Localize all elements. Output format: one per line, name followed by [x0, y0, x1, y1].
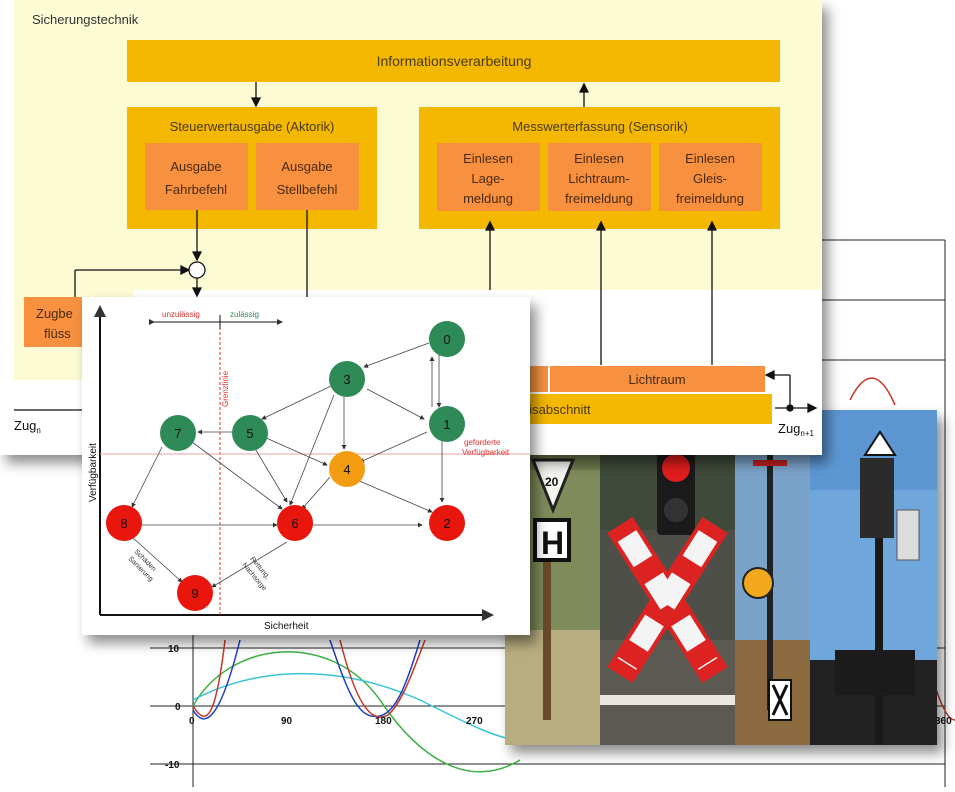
state-node-5: 5 [232, 415, 268, 451]
x-tick-label: 270 [466, 716, 483, 727]
ausgabe-fahrbefehl-box [145, 143, 248, 210]
zug-right-label: Zugn+1 [778, 421, 815, 438]
state-diagram: Verfügbarkeit Sicherheit Grenzlinie gefo… [82, 297, 530, 635]
gleisabschnitt-label: eisabschnitt [522, 402, 591, 417]
einlesen-lage-line3: meldung [463, 191, 513, 206]
einlesen-gleis-line2: Gleis- [693, 171, 727, 186]
x-tick-label: 360 [935, 716, 952, 727]
speed-sign-label: 20 [545, 475, 559, 489]
einlesen-gleis-box [659, 143, 762, 211]
state-node-6: 6 [277, 505, 313, 541]
einlesen-lage-line2: Lage- [471, 171, 504, 186]
einlesen-lichtraum-line2: Lichtraum- [568, 171, 629, 186]
informationsverarbeitung-label: Informationsverarbeitung [377, 53, 532, 69]
sicherungstechnik-diagram: Sicherungstechnik Informationsverarbeitu… [0, 0, 822, 455]
y-tick-label: 0 [175, 702, 181, 713]
curve-cyan [192, 672, 521, 741]
yellow-disc [742, 567, 774, 599]
signal-photo-svg: 20 H [505, 410, 937, 745]
curve-red-right [849, 377, 896, 406]
svg-text:8: 8 [120, 516, 127, 531]
svg-text:2: 2 [443, 516, 450, 531]
curve-blue [192, 639, 421, 720]
curve-green [192, 651, 521, 773]
einlesen-gleis-line3: freimeldung [676, 191, 744, 206]
state-diagram-svg: Verfügbarkeit Sicherheit Grenzlinie gefo… [88, 305, 530, 632]
zugbe-line2: flüss [44, 326, 71, 341]
svg-text:7: 7 [174, 426, 181, 441]
svg-text:5: 5 [246, 426, 253, 441]
ausgabe-stellbefehl-line1: Ausgabe [281, 159, 332, 174]
ausgabe-fahrbefehl-line1: Ausgabe [170, 159, 221, 174]
einlesen-lagemeldung-box [437, 143, 540, 211]
svg-text:9: 9 [191, 586, 198, 601]
svg-text:3: 3 [343, 372, 350, 387]
sign-post [543, 540, 551, 720]
lichtraum-label: Lichtraum [628, 372, 685, 387]
h-sign-label: H [541, 525, 564, 561]
x-tick-label: 180 [375, 716, 392, 727]
x-axis-label: Sicherheit [264, 621, 309, 632]
zulaessig-label: zulässig [230, 310, 259, 319]
grenzlinie-label: Grenzlinie [221, 370, 230, 407]
einlesen-gleis-line1: Einlesen [685, 151, 735, 166]
red-lamp [662, 454, 690, 482]
zugbe-line1: Zugbe [36, 306, 73, 321]
ausgabe-fahrbefehl-line2: Fahrbefehl [165, 182, 227, 197]
andreaskreuz [607, 516, 728, 684]
warning-triangle [863, 430, 897, 456]
informationsverarbeitung-box [127, 40, 780, 82]
einlesen-lichtraum-line3: freimeldung [565, 191, 633, 206]
state-node-8: 8 [106, 505, 142, 541]
y-tick-label: -10 [165, 760, 180, 771]
state-node-7: 7 [160, 415, 196, 451]
geforderte-line1: geforderte [464, 438, 501, 447]
unzulaessig-label: unzulässig [162, 310, 200, 319]
y-axis-label: Verfügbarkeit [88, 443, 99, 502]
state-node-1: 1 [429, 406, 465, 442]
state-node-3: 3 [329, 361, 365, 397]
zug-left-label: Zugn [14, 418, 41, 435]
state-node-9: 9 [177, 575, 213, 611]
state-node-0: 0 [429, 321, 465, 357]
curve-red [192, 639, 426, 718]
speed-sign-triangle [530, 458, 576, 515]
state-node-2: 2 [429, 505, 465, 541]
svg-text:4: 4 [343, 462, 350, 477]
state-node-4: 4 [329, 451, 365, 487]
ks-signal-mast [875, 500, 883, 745]
einlesen-lichtraum-box [548, 143, 651, 211]
steuerwertausgabe-label: Steuerwertausgabe (Aktorik) [170, 119, 335, 134]
svg-text:6: 6 [291, 516, 298, 531]
gleisabschnitt-box [520, 394, 772, 424]
svg-text:0: 0 [443, 332, 450, 347]
signal-photo-collage: 20 H [505, 410, 937, 745]
x-tick-label: 0 [189, 716, 195, 727]
junction-circle [188, 261, 206, 279]
svg-text:1: 1 [443, 417, 450, 432]
einlesen-lage-line1: Einlesen [463, 151, 513, 166]
ausgabe-stellbefehl-line2: Stellbefehl [277, 182, 338, 197]
x-tick-label: 90 [281, 716, 293, 727]
messwerterfassung-label: Messwerterfassung (Sensorik) [512, 119, 688, 134]
y-tick-label: 10 [168, 644, 180, 655]
lichtraum-box [550, 366, 765, 392]
geforderte-line2: Verfügbarkeit [462, 448, 510, 457]
einlesen-lichtraum-line1: Einlesen [574, 151, 624, 166]
sicherungstechnik-title: Sicherungstechnik [32, 12, 139, 27]
ausgabe-stellbefehl-box [256, 143, 359, 210]
